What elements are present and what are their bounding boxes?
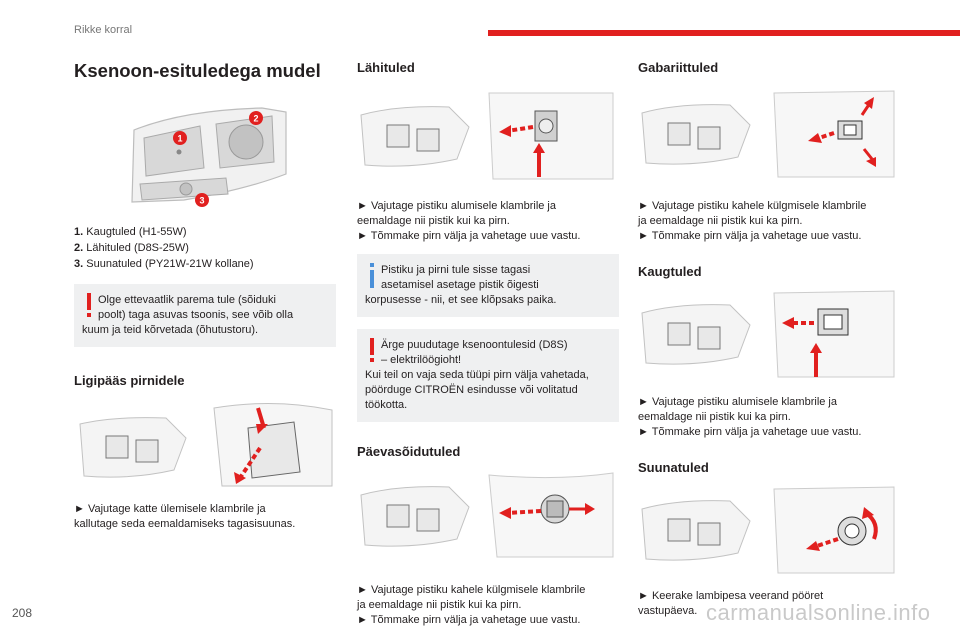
callout-1-icon: 1 [173,131,187,145]
drl-illustration [360,472,614,558]
heading-high-beam: Kaugtuled [638,264,702,279]
column-1: Ksenoon-esituledega mudel 1 2 3 1 [74,52,336,532]
page-number: 208 [12,606,33,620]
column-3: Gabariittuled ► Vajutage pistiku kahele … [638,52,900,619]
low-beam-instructions: ► Vajutage pistiku alumisele klambrile j… [357,200,581,242]
heading-daytime-running-lights: Päevasõidutuled [357,444,461,459]
turn-signals-figure [638,485,900,577]
callout-1-label: 1 [177,134,182,144]
high-beam-instructions: ► Vajutage pistiku alumisele klambrile j… [638,396,862,438]
high-beam-illustration [641,290,895,378]
info-icon [370,263,374,288]
low-beam-figure [357,89,619,181]
heading-side-lights: Gabariittuled [638,60,719,75]
warning-hot-zone: Olge ettevaatlik parema tule (sõiduki po… [74,284,336,347]
low-beam-illustration [360,92,614,180]
bulb-access-illustration [79,402,333,487]
bulb-list: 1. Kaugtuled (H1-55W) 2. Lähituled (D8S-… [74,224,336,272]
list-item: 3. Suunatuled (PY21W-21W kollane) [74,258,254,270]
bulb-access-figure [74,398,336,490]
headlamp-rear-figure: 1 2 3 [124,102,294,210]
side-lights-figure [638,89,900,181]
heading-turn-signals: Suunatuled [638,460,709,475]
callout-3-icon: 3 [195,193,209,207]
side-lights-instructions: ► Vajutage pistiku kahele külgmisele kla… [638,200,867,242]
column-2: Lähituled ► Vajutage pistiku alumisele k… [357,52,619,628]
list-item: 1. Kaugtuled (H1-55W) [74,226,187,238]
turn-signals-instructions: ► Keerake lambipesa veerand pööret vastu… [638,590,824,617]
callout-3-label: 3 [199,196,204,206]
callout-2-label: 2 [253,114,258,124]
header-accent-bar [488,30,960,36]
info-connector-note: Pistiku ja pirni tule sisse tagasi aseta… [357,254,619,317]
section-label: Rikke korral [74,24,133,36]
high-beam-figure [638,289,900,381]
warning-icon [87,293,91,317]
side-lights-illustration [641,90,895,178]
heading-xenon-model: Ksenoon-esituledega mudel [74,60,321,81]
drl-figure [357,471,619,563]
callout-2-icon: 2 [249,111,263,125]
heading-low-beam: Lähituled [357,60,415,75]
warning-icon [370,338,374,362]
headlamp-rear-illustration: 1 2 3 [131,107,287,207]
list-item: 2. Lähituled (D8S-25W) [74,242,189,254]
heading-bulb-access: Ligipääs pirnidele [74,373,185,388]
watermark: carmanualsonline.info [706,600,931,625]
drl-instructions: ► Vajutage pistiku kahele külgmisele kla… [357,584,586,626]
access-instructions: ► Vajutage katte ülemisele klambrile ja … [74,503,296,530]
turn-signals-illustration [641,486,895,574]
warning-xenon-shock: Ärge puudutage ksenoontulesid (D8S) – el… [357,329,619,422]
